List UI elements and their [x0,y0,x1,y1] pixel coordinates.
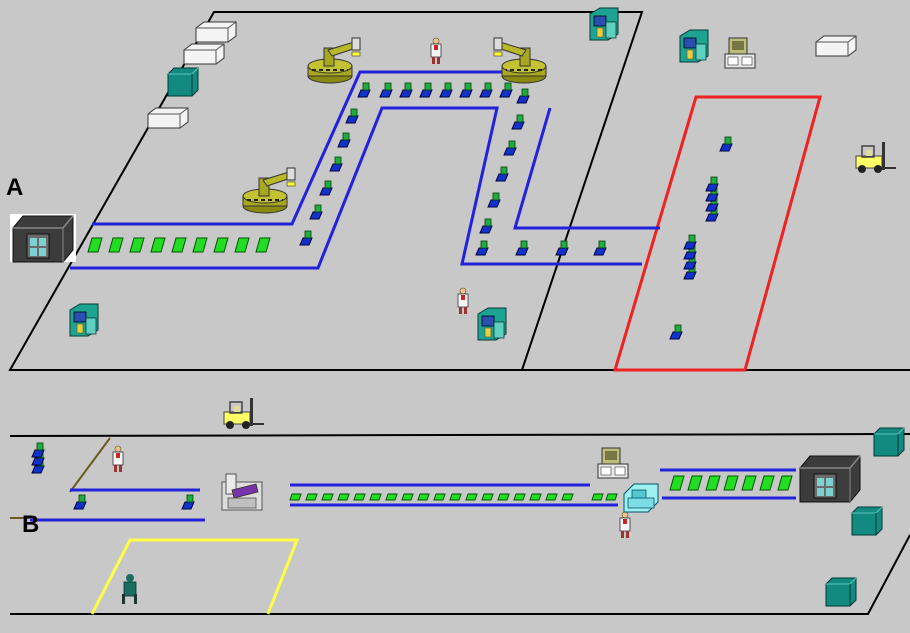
storage-box-icon [184,44,224,64]
area-label-a: A [6,174,23,202]
storage-box-icon [168,68,198,96]
storage-box-icon [816,36,856,56]
machine-tool-icon[interactable] [478,308,506,340]
machine-tool-icon[interactable] [680,30,708,62]
storage-box-icon [852,507,882,535]
warehouse-icon[interactable] [800,456,860,502]
area-label-b: B [22,511,39,539]
queued-parts-entry [88,238,270,252]
cnc-machine-icon[interactable] [624,484,658,512]
machine-tool-icon[interactable] [70,304,98,336]
storage-box-icon [874,428,904,456]
storage-box-icon [826,578,856,606]
storage-box-icon [148,108,188,128]
machine-tool-icon[interactable] [590,8,618,40]
storage-box-icon [196,22,236,42]
warehouse-icon[interactable] [10,214,76,262]
